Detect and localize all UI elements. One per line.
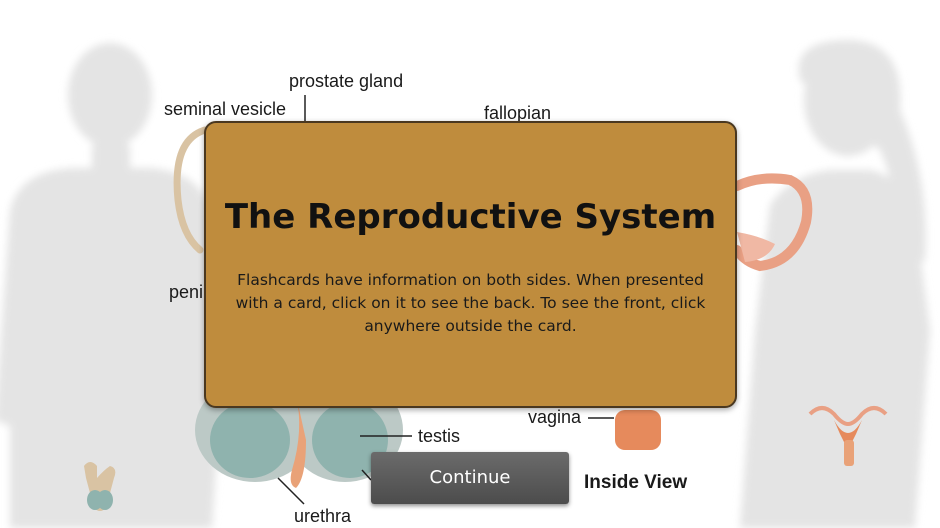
modal-instructions: Flashcards have information on both side… bbox=[235, 271, 706, 335]
female-thumbnail-icon bbox=[808, 406, 888, 466]
female-organs bbox=[588, 173, 813, 450]
label-vagina: vagina bbox=[528, 407, 582, 427]
male-silhouette bbox=[0, 43, 225, 528]
modal-title: The Reproductive System bbox=[224, 197, 717, 237]
label-prostate-gland: prostate gland bbox=[289, 71, 404, 91]
intro-modal: The Reproductive System Flashcards have … bbox=[204, 121, 737, 408]
male-thumbnail-icon bbox=[84, 462, 116, 511]
label-penis: peni bbox=[169, 282, 204, 302]
continue-button[interactable]: Continue bbox=[371, 452, 569, 504]
inside-view-label: Inside View bbox=[584, 472, 688, 493]
label-fallopian: fallopian bbox=[484, 103, 552, 123]
label-testis: testis bbox=[418, 426, 461, 446]
female-silhouette bbox=[740, 40, 930, 528]
label-seminal-vesicle: seminal vesicle bbox=[164, 99, 287, 119]
label-urethra: urethra bbox=[294, 506, 352, 526]
